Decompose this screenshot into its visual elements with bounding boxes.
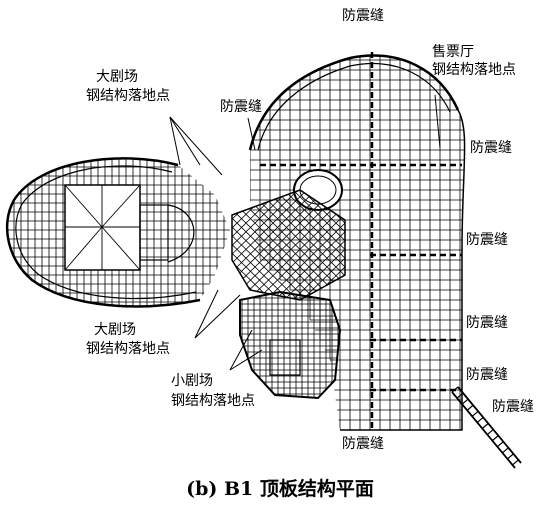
grid-line [512, 459, 519, 466]
grid-line [232, 190, 254, 300]
seismic-joint-label-right-3: 防震缝 [466, 315, 508, 331]
grid-line [232, 190, 344, 300]
seismic-joint-label-bottom: 防震缝 [342, 436, 384, 452]
small-theater-steel-label: 钢结构落地点 [171, 393, 255, 409]
grid-line [461, 398, 469, 405]
grid-line [265, 190, 345, 300]
grid-line [319, 190, 345, 300]
stage-fan-lines [64, 184, 141, 271]
seismic-joint-label-upper-left: 防震缝 [220, 99, 262, 115]
small-theater-block [239, 290, 342, 400]
seismic-joint-label-right-2: 防震缝 [466, 232, 508, 248]
grand-theater-mid-label: 大剧场 [94, 322, 136, 338]
grid-line [232, 190, 281, 300]
diagonal-bridge [451, 386, 522, 469]
grid-line [232, 190, 272, 300]
seismic-joint-label-right-5: 防震缝 [492, 399, 534, 415]
grid-line [496, 441, 504, 448]
grid-line [232, 190, 317, 300]
grid-line [301, 190, 345, 300]
grid-line [232, 190, 245, 300]
grid-line [232, 190, 281, 300]
grid-line [451, 391, 516, 469]
grid-line [365, 190, 478, 300]
grid-line [319, 190, 345, 300]
grid-line [347, 190, 460, 300]
grid-line [292, 190, 345, 300]
grid-line [476, 416, 484, 423]
grid-line [232, 190, 308, 300]
grid-line [347, 190, 460, 300]
grid-line [232, 190, 254, 300]
seismic-joint-label-top: 防震缝 [342, 8, 384, 24]
grid-line [101, 226, 141, 271]
grid-line [486, 429, 494, 436]
grid-line [310, 190, 345, 300]
grid-line [232, 190, 245, 300]
grand-theater-wing [5, 157, 230, 308]
grid-line [301, 190, 345, 300]
grid-line [232, 190, 326, 300]
ticket-hall-steel-label: 钢结构落地点 [432, 62, 516, 78]
grid-line [507, 453, 514, 460]
grand-theater-top-steel-label: 钢结构落地点 [86, 88, 170, 104]
grid-line [232, 190, 263, 300]
grid-line [256, 190, 345, 300]
grid-line [365, 190, 478, 300]
figure-caption: (b) B1 顶板结构平面 [186, 478, 374, 500]
grid-line [337, 190, 345, 300]
seismic-joint-label-right-1: 防震缝 [470, 140, 512, 156]
leader-lines [169, 94, 441, 371]
grid-line [328, 190, 345, 300]
ticket-hall-label: 售票厅 [432, 44, 474, 60]
grid-line [283, 190, 345, 300]
grid-line [274, 190, 345, 300]
grid-line [491, 435, 499, 442]
grid-line [64, 184, 103, 228]
seismic-joint-label-right-4: 防震缝 [466, 367, 508, 383]
small-theater-label: 小剧场 [171, 373, 213, 389]
grid-line [471, 410, 479, 417]
grid-line [328, 190, 345, 300]
grand-theater-mid-steel-label: 钢结构落地点 [86, 341, 170, 357]
grid-line [481, 423, 489, 429]
ticket-hall-block [248, 54, 466, 431]
grid-line [232, 190, 263, 300]
grid-line [502, 447, 509, 454]
grid-line [292, 190, 345, 300]
seismic-joints [260, 52, 462, 430]
grid-line [456, 392, 464, 399]
grid-line [466, 404, 474, 411]
grid-line [64, 226, 103, 271]
grid-line [232, 190, 299, 300]
grid-line [337, 190, 345, 300]
grid-line [101, 184, 141, 228]
grand-theater-top-label: 大剧场 [96, 69, 138, 85]
grid-line [457, 386, 522, 464]
